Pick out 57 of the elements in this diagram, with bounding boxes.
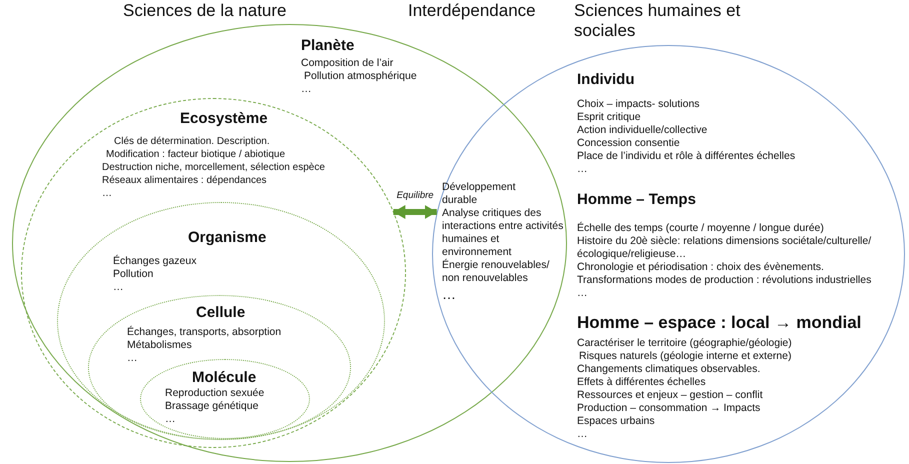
edge-label: Equilibre <box>396 190 434 201</box>
list-item: Destruction niche, morcellement, sélection espèce <box>102 161 325 174</box>
list-item: Analyse critiques des interactions entre activités humaines et environnement <box>442 207 564 258</box>
column-heading: Sciences de la nature <box>123 1 286 21</box>
list-item: … <box>113 281 124 294</box>
nested-ellipse <box>57 202 385 440</box>
list-item: Clés de détermination. Description. <box>114 135 270 148</box>
list-item: Chronologie et périodisation : choix des évènements. <box>577 261 824 274</box>
nested-ellipse <box>88 295 351 440</box>
list-item: … <box>127 352 138 365</box>
list-item: Composition de l’air <box>301 57 394 70</box>
list-item: Métabolismes <box>127 339 192 352</box>
list-item: Production – consommation → Impacts <box>577 402 760 415</box>
heading: Molécule <box>192 369 256 387</box>
nested-ellipse <box>140 359 310 439</box>
double-arrow <box>393 205 437 219</box>
list-item: Pollution <box>113 268 154 281</box>
column-heading: Interdépendance <box>408 1 536 21</box>
list-item: Esprit critique <box>577 111 641 124</box>
list-item: Ressources et enjeux – gestion – conflit <box>577 389 763 402</box>
list-item: Brassage génétique <box>165 400 258 413</box>
heading: Cellule <box>196 304 246 322</box>
heading: Ecosystème <box>180 110 268 128</box>
list-item: Échelle des temps (courte / moyenne / longue durée) <box>577 222 824 235</box>
list-item: Concession consentie <box>577 137 680 150</box>
heading: Individu <box>577 71 634 89</box>
list-item: Place de l’individu et rôle à différentes échelles <box>577 150 796 163</box>
list-item: … <box>301 83 312 96</box>
list-item: Échanges, transports, absorption <box>127 326 282 339</box>
column-heading: Sciences humaines et sociales <box>574 1 742 41</box>
heading: Homme – espace : local → mondial <box>577 313 862 333</box>
list-item: Transformations modes de production : révolutions industrielles <box>577 274 872 287</box>
list-item: Histoire du 20è siècle: relations dimensions sociétale/culturelle/ écologique/religieuse… <box>577 235 872 261</box>
list-item: … <box>577 287 588 300</box>
list-item: … <box>577 428 588 441</box>
list-item: Énergie renouvelables/ non renouvelables <box>442 259 550 285</box>
list-item: Espaces urbains <box>577 415 655 428</box>
list-item: Modification : facteur biotique / abiotique <box>106 148 285 161</box>
heading: Planète <box>301 37 354 55</box>
venn-circle <box>432 45 905 463</box>
list-item: Pollution atmosphérique <box>304 70 417 83</box>
list-item: Action individuelle/collective <box>577 124 708 137</box>
list-item: … <box>442 287 456 301</box>
list-item: Développement durable <box>442 181 517 207</box>
list-item: Échanges gazeux <box>113 255 196 268</box>
list-item: … <box>102 187 112 200</box>
list-item: … <box>165 413 176 426</box>
list-item: Changements climatiques observables. <box>577 363 760 376</box>
heading: Organisme <box>188 229 266 247</box>
heading: Homme – Temps <box>577 191 696 209</box>
list-item: Caractériser le territoire (géographie/géologie) <box>577 337 792 350</box>
list-item: Risques naturels (géologie interne et externe) <box>579 350 792 363</box>
list-item: … <box>577 163 588 176</box>
list-item: Choix – impacts- solutions <box>577 98 700 111</box>
list-item: Reproduction sexuée <box>165 387 264 400</box>
list-item: Réseaux alimentaires : dépendances <box>102 174 267 187</box>
list-item: Effets à différentes échelles <box>577 376 706 389</box>
